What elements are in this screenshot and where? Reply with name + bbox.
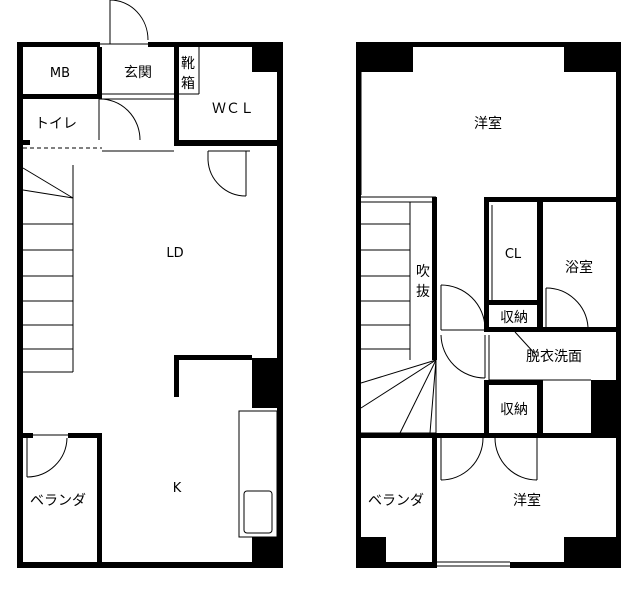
f1-label-mb: MB [50, 66, 70, 81]
f1-stair-diag-2 [22, 189, 74, 199]
f2-wall-left [356, 42, 361, 568]
f2-label-bath: 浴室 [565, 259, 593, 276]
f2-label-storage-top: 収納 [500, 310, 528, 326]
f2-bath-door-swing [545, 287, 589, 328]
f1-stair-diag-1 [22, 167, 74, 199]
f1-kitchen-sink [243, 490, 273, 534]
f1-wall-veranda-right [97, 433, 102, 568]
f2-label-storage-bottom: 収納 [500, 402, 528, 418]
f1-wall-veranda-top [68, 433, 102, 438]
f2-wall-right [616, 42, 621, 568]
f2-label-veranda: ベランダ [368, 493, 424, 509]
f1-wall-mb [97, 47, 102, 94]
floor-1: MB 玄関 靴 箱 ＷＣＬ トイレ LD K ベランダ [17, 0, 283, 568]
f2-hall-door-swing [440, 284, 486, 329]
f1-wall-top-right [148, 42, 283, 47]
f1-wall-kitchen-top [174, 355, 252, 360]
f1-wall-toilet-stub [23, 140, 30, 145]
f2-washroom-door-diag [514, 331, 537, 356]
f1-wall-veranda-stub [23, 433, 33, 438]
f2-label-washroom: 脱衣洗面 [526, 349, 582, 365]
f2-wall-bottom-row-top [361, 433, 621, 438]
f2-wall-cl-right [537, 202, 543, 329]
f2-western-door2-swing [494, 437, 538, 481]
f2-hall-door2-swing [440, 334, 486, 379]
f1-label-toilet: トイレ [35, 116, 77, 132]
f2-stairs [360, 223, 437, 434]
f2-stair-wind [399, 359, 437, 434]
f2-label-western-bottom: 洋室 [513, 492, 541, 509]
f2-wall-cl-left [484, 197, 489, 332]
f2-label-void-top: 吹 [416, 264, 430, 280]
f1-wall-mb-bottom [23, 94, 102, 99]
f1-ld-door-swing [207, 159, 247, 197]
f2-wall-bottom-right [510, 562, 621, 568]
f2-label-cl: CL [505, 247, 522, 262]
f1-toilet-door-swing [98, 98, 141, 141]
f2-western-door-swing [440, 437, 484, 481]
f1-label-ld: LD [166, 246, 183, 261]
f1-wall-kitchen-left [174, 355, 179, 397]
f1-veranda-door-swing [26, 437, 68, 478]
f1-stairs [22, 165, 74, 373]
f1-wall-right [277, 42, 283, 568]
f1-wall-wcl-bottom [174, 140, 283, 146]
f1-label-shoebox-top: 靴 [181, 56, 195, 72]
f2-wall-storage-top [484, 300, 543, 305]
f2-wall-storage2-top [484, 380, 543, 385]
f1-column-kitchen [252, 358, 277, 408]
f1-label-shoebox-bottom: 箱 [181, 76, 195, 92]
floor-2: 洋室 CL 浴室 吹 抜 収納 脱衣洗面 収納 ベランダ 洋室 [356, 42, 621, 568]
f1-door-entrance-swing [109, 0, 149, 41]
f2-stair-wind [429, 359, 437, 434]
f2-column-top-left [361, 47, 413, 72]
f2-wall-storage-bottom [484, 327, 621, 332]
f2-column-top-right [564, 47, 616, 72]
f1-column-bottom-right [252, 537, 277, 562]
f1-label-veranda: ベランダ [30, 493, 86, 509]
f1-label-entrance: 玄関 [124, 64, 152, 81]
f1-wall-left [17, 42, 23, 568]
f1-wall-bottom [17, 562, 283, 568]
f2-column-bottom-right [564, 537, 616, 562]
f1-kitchen-counter [238, 410, 278, 538]
f1-wall-wcl-left [174, 47, 179, 144]
f2-wall-storage2-right [537, 380, 543, 435]
f1-wall-top-left [17, 42, 100, 47]
f2-column-washroom [591, 380, 616, 435]
f2-wall-top [356, 42, 621, 47]
f2-wall-western-top-bottom [484, 197, 621, 202]
f1-column-top-right [252, 47, 277, 72]
f2-wall-storage2-left [484, 380, 489, 435]
f2-stair-wind [360, 359, 437, 384]
f2-label-western-top: 洋室 [474, 115, 502, 132]
f2-stair-wind [360, 359, 437, 409]
f2-wall-veranda-right [432, 433, 437, 568]
f2-label-void-bottom: 抜 [416, 284, 430, 300]
f2-wall-bottom-left [356, 562, 436, 568]
f1-label-k: K [173, 481, 182, 496]
f1-label-wcl: ＷＣＬ [212, 101, 254, 117]
f2-column-bottom-left [361, 537, 386, 562]
f2-wall-void-right [432, 197, 437, 360]
